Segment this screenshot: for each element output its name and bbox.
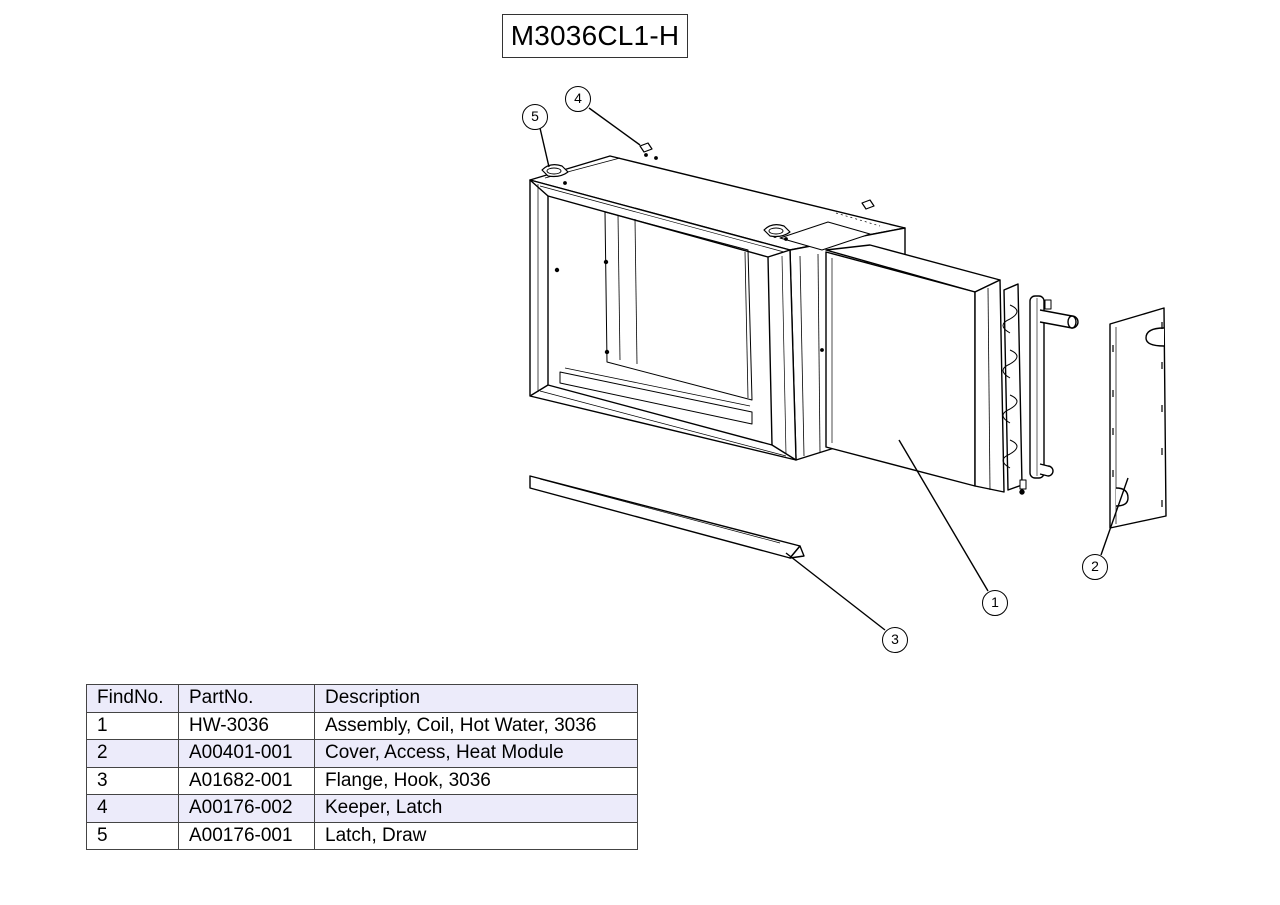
column-header-partno: PartNo.	[178, 684, 315, 713]
cell-findno: 3	[86, 766, 179, 795]
cell-description: Flange, Hook, 3036	[314, 766, 638, 795]
column-header-description: Description	[314, 684, 638, 713]
parts-list-table: FindNo. PartNo. Description 1 HW-3036 As…	[86, 684, 638, 850]
callout-1: 1	[982, 590, 1008, 616]
table-row: 2 A00401-001 Cover, Access, Heat Module	[86, 739, 638, 768]
cell-partno: A00176-001	[178, 821, 315, 850]
cell-partno: A00401-001	[178, 739, 315, 768]
cell-findno: 5	[86, 821, 179, 850]
coil-assembly	[825, 244, 1079, 495]
cell-description: Assembly, Coil, Hot Water, 3036	[314, 711, 638, 740]
cell-partno: A01682-001	[178, 766, 315, 795]
drawing-title: M3036CL1-H	[502, 14, 688, 58]
housing	[529, 142, 906, 461]
access-cover	[1109, 307, 1167, 529]
table-row: 3 A01682-001 Flange, Hook, 3036	[86, 766, 638, 795]
cell-findno: 2	[86, 739, 179, 768]
column-header-findno: FindNo.	[86, 684, 179, 713]
hook-flange	[529, 475, 805, 559]
cell-findno: 1	[86, 711, 179, 740]
table-row: 4 A00176-002 Keeper, Latch	[86, 794, 638, 823]
cell-partno: A00176-002	[178, 794, 315, 823]
callout-2: 2	[1082, 554, 1108, 580]
cell-description: Keeper, Latch	[314, 794, 638, 823]
table-header-row: FindNo. PartNo. Description	[86, 684, 638, 713]
cell-description: Latch, Draw	[314, 821, 638, 850]
callout-4: 4	[565, 86, 591, 112]
callout-5: 5	[522, 104, 548, 130]
leader-lines	[539, 107, 1129, 631]
cell-description: Cover, Access, Heat Module	[314, 739, 638, 768]
cell-partno: HW-3036	[178, 711, 315, 740]
table-row: 5 A00176-001 Latch, Draw	[86, 821, 638, 850]
callout-3: 3	[882, 627, 908, 653]
cell-findno: 4	[86, 794, 179, 823]
table-row: 1 HW-3036 Assembly, Coil, Hot Water, 303…	[86, 711, 638, 740]
